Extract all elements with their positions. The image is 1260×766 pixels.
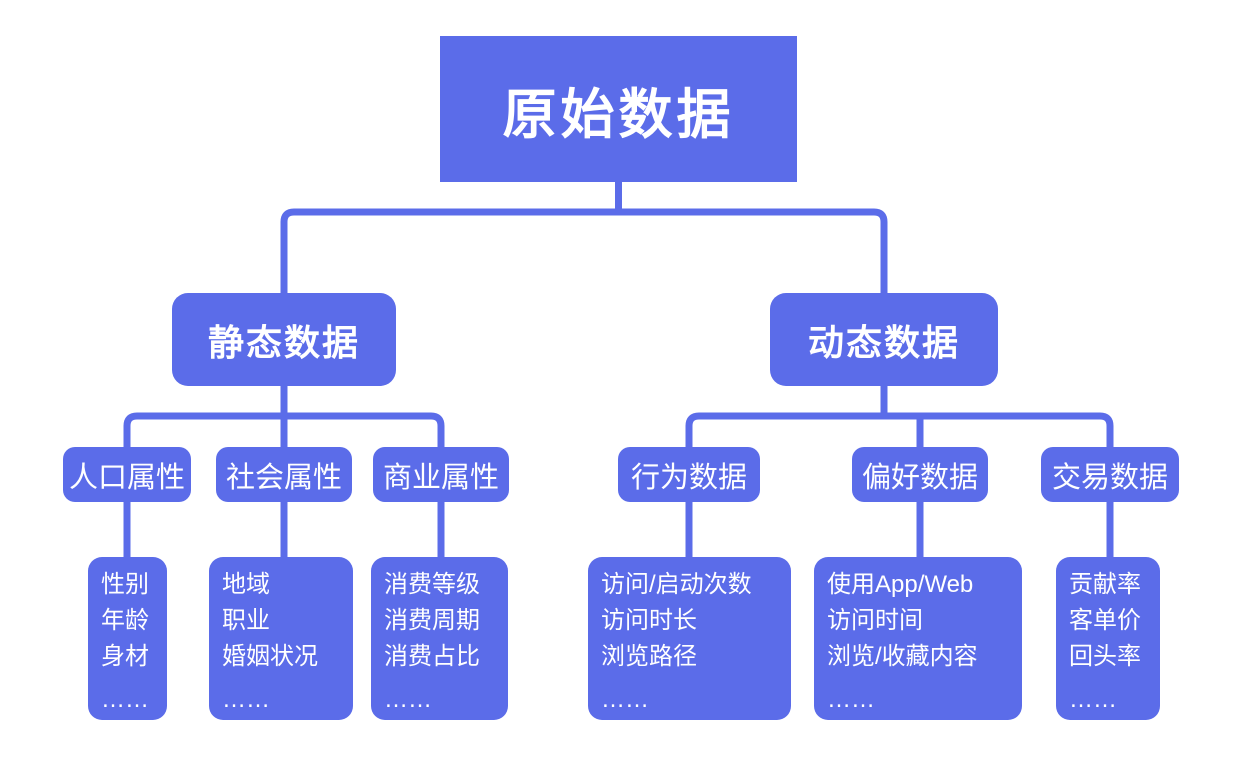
node-commercial-attributes: 商业属性 [373, 447, 509, 502]
leaf-item: 消费周期 [384, 607, 480, 634]
node-social-attributes: 社会属性 [216, 447, 352, 502]
leaf-item: 年龄 [101, 607, 149, 634]
leaf-item: 性别 [101, 571, 149, 598]
leaf-item: 访问时间 [827, 607, 923, 634]
leaf-transaction-items: 贡献率 客单价 回头率 …… [1056, 557, 1160, 720]
node-transaction-data: 交易数据 [1041, 447, 1179, 502]
leaf-item: 消费占比 [384, 643, 480, 670]
leaf-behavior-items: 访问/启动次数 访问时长 浏览路径 …… [588, 557, 791, 720]
leaf-commercial-items: 消费等级 消费周期 消费占比 …… [371, 557, 508, 720]
node-behavior-data: 行为数据 [618, 447, 760, 502]
leaf-item: 浏览路径 [601, 643, 697, 670]
leaf-item-ellipsis: …… [222, 686, 270, 713]
leaf-item: 访问时长 [601, 607, 697, 634]
node-dynamic-data: 动态数据 [770, 293, 998, 386]
leaf-item-ellipsis: …… [1069, 686, 1117, 713]
leaf-item: 贡献率 [1069, 571, 1141, 598]
leaf-item: 消费等级 [384, 571, 480, 598]
node-static-data: 静态数据 [172, 293, 396, 386]
node-raw-data: 原始数据 [440, 36, 797, 182]
leaf-item-ellipsis: …… [101, 686, 149, 713]
tree-connector-path [123, 182, 1114, 557]
leaf-social-items: 地域 职业 婚姻状况 …… [209, 557, 353, 720]
leaf-item: 地域 [222, 571, 270, 598]
node-demographic-attributes: 人口属性 [63, 447, 191, 502]
leaf-item: 浏览/收藏内容 [827, 643, 978, 670]
leaf-item: 婚姻状况 [222, 643, 318, 670]
leaf-item: 访问/启动次数 [601, 571, 752, 598]
leaf-item: 身材 [101, 643, 149, 670]
node-preference-data: 偏好数据 [852, 447, 988, 502]
leaf-item-ellipsis: …… [384, 686, 432, 713]
leaf-item: 回头率 [1069, 643, 1141, 670]
leaf-item-ellipsis: …… [601, 686, 649, 713]
leaf-item: 使用App/Web [827, 571, 974, 598]
leaf-item-ellipsis: …… [827, 686, 875, 713]
leaf-preference-items: 使用App/Web 访问时间 浏览/收藏内容 …… [814, 557, 1022, 720]
leaf-item: 客单价 [1069, 607, 1141, 634]
leaf-demographic-items: 性别 年龄 身材 …… [88, 557, 167, 720]
leaf-item: 职业 [222, 607, 270, 634]
